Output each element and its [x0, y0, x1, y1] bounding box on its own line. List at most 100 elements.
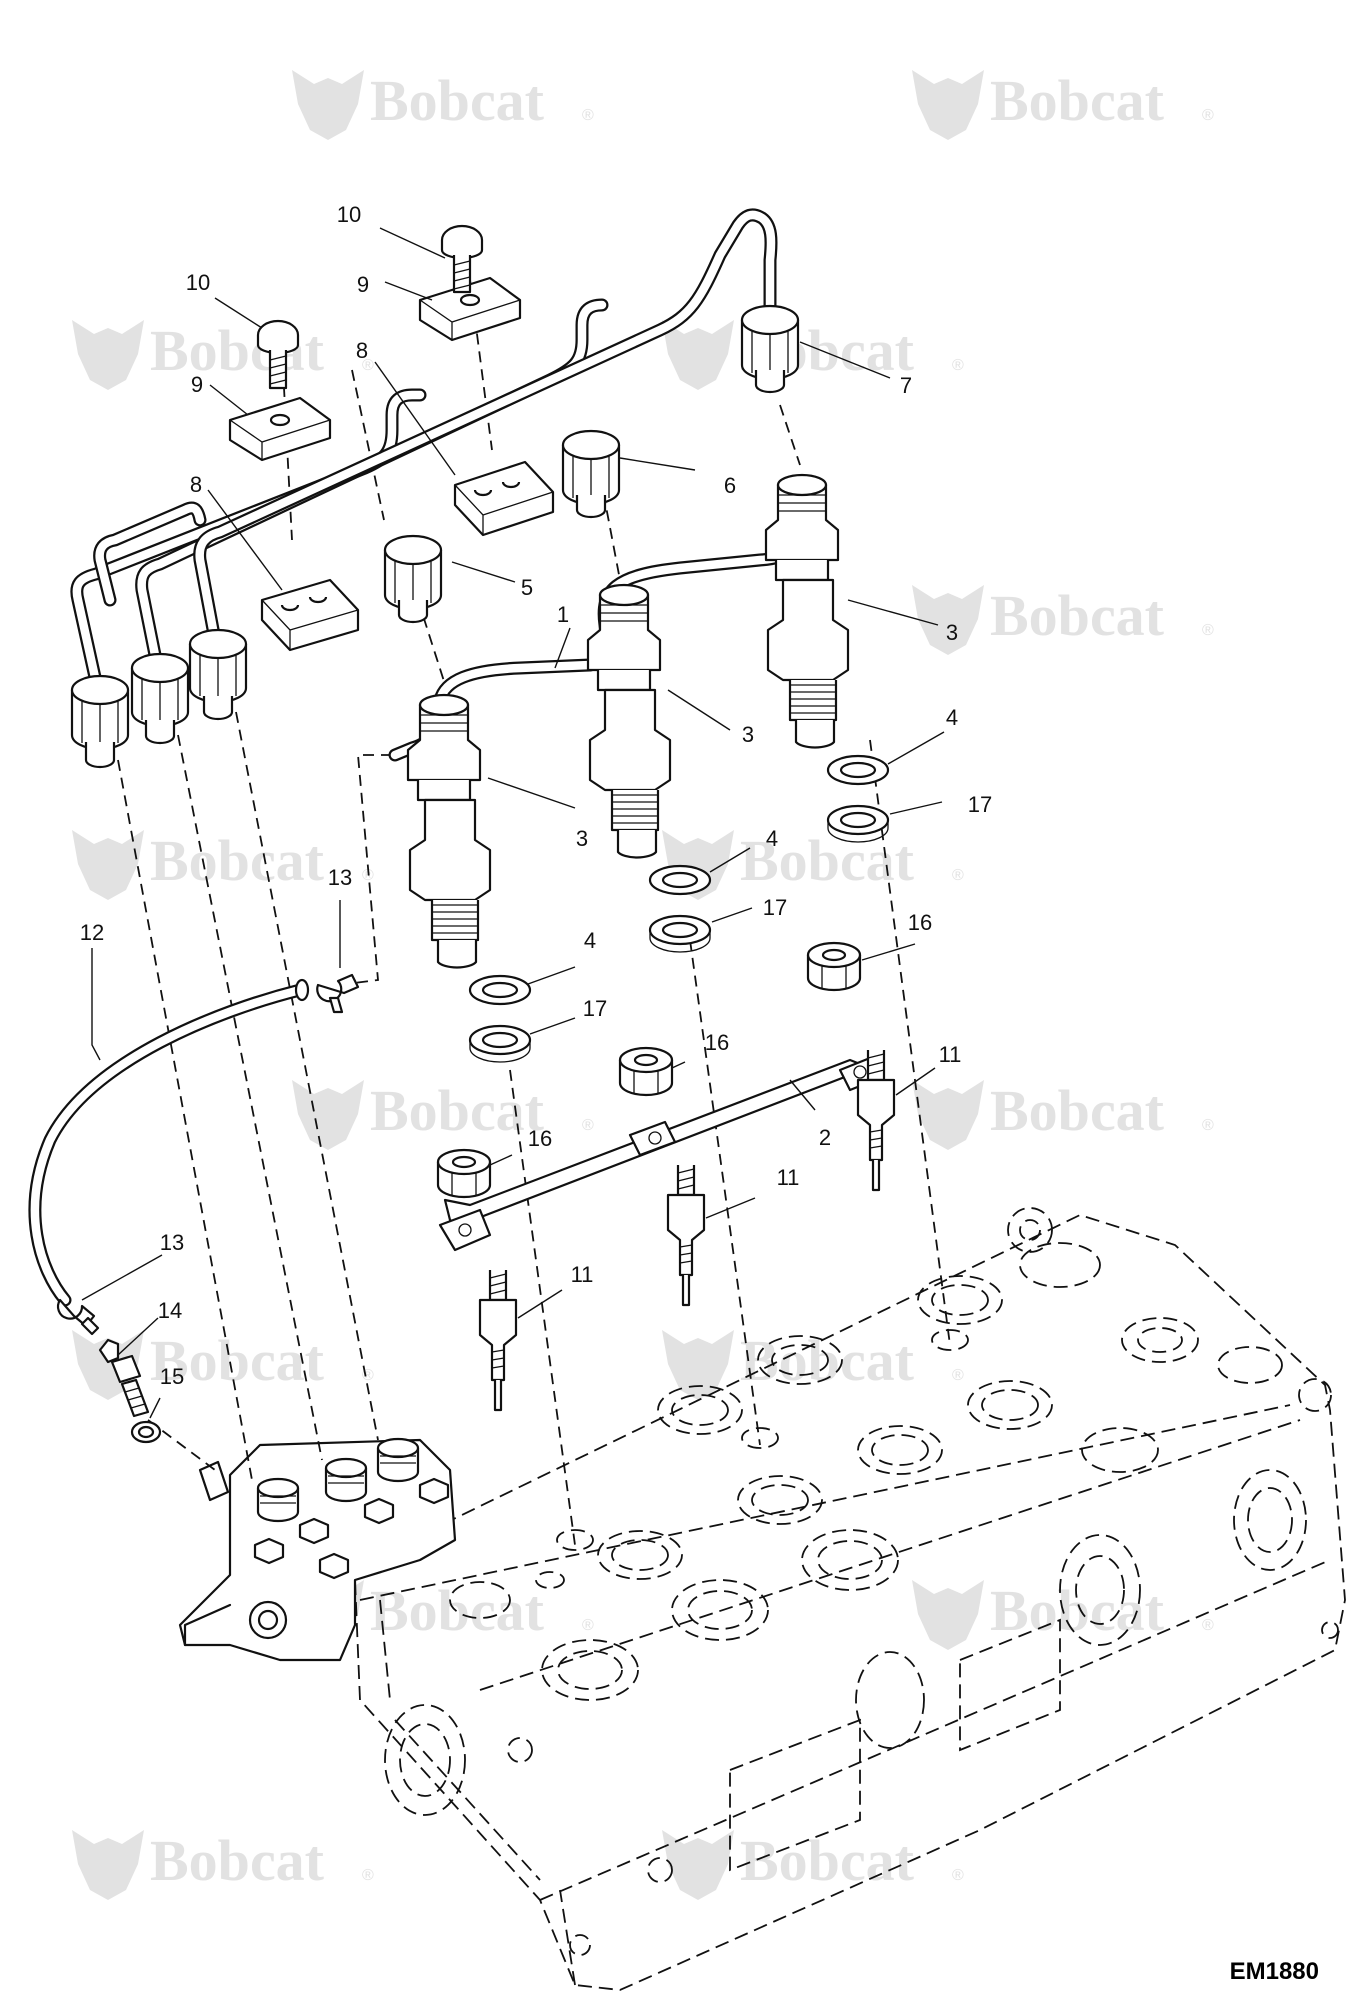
- callout-3: 3: [576, 826, 588, 851]
- callout-10: 10: [186, 270, 210, 295]
- line-clamp-upper: [228, 396, 332, 462]
- callout-8: 8: [190, 472, 202, 497]
- injector-seat: [648, 914, 712, 953]
- bobcat-watermark: Bobcat®: [292, 1078, 594, 1150]
- fuel-injector: [586, 583, 672, 859]
- bobcat-logo-icon: [662, 1330, 734, 1400]
- watermark-layer: Bobcat ® Bobcat ® Bobcat ® Bobcat ® Bobcat ® Bobca…: [72, 68, 1214, 1900]
- watermark-text: Bobcat: [150, 318, 325, 383]
- watermark-registered-mark: ®: [952, 1867, 964, 1884]
- bobcat-watermark: Bobcat ®: [662, 1828, 964, 1900]
- bobcat-logo-icon: [72, 320, 144, 390]
- watermark-registered-mark: ®: [1202, 107, 1214, 124]
- bobcat-watermark: Bobcat®: [912, 1078, 1214, 1150]
- overflow-fitting: [98, 1338, 150, 1418]
- callout-5: 5: [521, 575, 533, 600]
- bobcat-watermark: Bobcat ®: [912, 583, 1214, 655]
- callout-11: 11: [939, 1042, 962, 1067]
- watermark-registered-mark: ®: [1202, 1617, 1214, 1634]
- hose-clamp: [316, 973, 360, 1014]
- bus-bar-nut: [806, 941, 862, 992]
- callout-4: 4: [946, 705, 958, 730]
- line-clamp-lower: [260, 578, 360, 652]
- hose-clamp: [56, 1298, 100, 1336]
- watermark-text: Bobcat: [150, 828, 325, 893]
- clamp-bolt: [440, 224, 484, 294]
- watermark-registered-mark: ®: [582, 1117, 594, 1134]
- bobcat-logo-icon: [292, 70, 364, 140]
- line-nut-injector-end: [740, 304, 800, 394]
- callout-7: 7: [900, 373, 912, 398]
- callout-16: 16: [528, 1126, 552, 1151]
- bobcat-logo-icon: [912, 1080, 984, 1150]
- clamp-bolt: [256, 319, 300, 390]
- glow-plug-bus-bar: [438, 1056, 882, 1252]
- watermark-text: Bobcat: [150, 1328, 325, 1393]
- bobcat-watermark: Bobcat ®: [912, 1578, 1214, 1650]
- callout-1: 1: [557, 602, 569, 627]
- callout-8: 8: [356, 338, 368, 363]
- bobcat-watermark: Bobcat ®: [912, 68, 1214, 140]
- watermark-registered-mark: ®: [362, 357, 374, 374]
- glow-plug: [666, 1165, 706, 1307]
- watermark-registered-mark: ®: [952, 357, 964, 374]
- bobcat-watermark: Bobcat ®: [662, 828, 964, 900]
- sealing-washer: [130, 1420, 162, 1444]
- watermark-text: Bobcat: [150, 1828, 325, 1893]
- injector-washer: [468, 974, 532, 1006]
- callout-labels: 10 9 10 8 9 8 7 6 5 1 3 3 3 4 17 4 17 16…: [80, 202, 992, 1389]
- callout-9: 9: [191, 372, 203, 397]
- bobcat-logo-icon: [912, 1580, 984, 1650]
- watermark-registered-mark: ®: [952, 867, 964, 884]
- bobcat-watermark: Bobcat®: [292, 68, 594, 140]
- watermark-text: Bobcat: [990, 583, 1165, 648]
- line-nut-pump-end: [130, 652, 190, 745]
- bobcat-watermark: Bobcat®: [662, 1328, 964, 1400]
- bus-bar-nut: [436, 1148, 492, 1199]
- callout-10: 10: [337, 202, 361, 227]
- watermark-registered-mark: ®: [1202, 622, 1214, 639]
- line-clamp-lower: [453, 460, 555, 537]
- callout-17: 17: [583, 996, 607, 1021]
- injector-seat: [826, 804, 890, 843]
- watermark-text: Bobcat: [740, 828, 915, 893]
- watermark-text: Bobcat: [990, 68, 1165, 133]
- callout-11: 11: [571, 1262, 594, 1287]
- cylinder-head: [354, 1207, 1346, 1991]
- callout-11: 11: [777, 1165, 800, 1190]
- bobcat-logo-icon: [72, 1830, 144, 1900]
- figure-id: EM1880: [1229, 1958, 1319, 1985]
- bobcat-logo-icon: [72, 830, 144, 900]
- glow-plug: [856, 1050, 896, 1192]
- line-nut-injector-end: [561, 429, 621, 519]
- injector-washer: [648, 864, 712, 896]
- watermark-registered-mark: ®: [582, 1617, 594, 1634]
- callout-9: 9: [357, 272, 369, 297]
- callout-3: 3: [946, 620, 958, 645]
- bobcat-logo-icon: [912, 70, 984, 140]
- watermark-text: Bobcat: [990, 1078, 1165, 1143]
- watermark-registered-mark: ®: [362, 1867, 374, 1884]
- injection-lines: [70, 208, 778, 707]
- callout-leaders: [81, 227, 945, 1419]
- watermark-text: Bobcat: [990, 1578, 1165, 1643]
- callout-15: 15: [160, 1364, 184, 1389]
- glow-plug: [478, 1270, 518, 1412]
- callout-12: 12: [80, 920, 104, 945]
- bobcat-watermark: Bobcat®: [72, 828, 374, 900]
- bobcat-logo-icon: [662, 1830, 734, 1900]
- callout-14: 14: [158, 1298, 182, 1323]
- callout-16: 16: [908, 910, 932, 935]
- bobcat-watermark: Bobcat®: [72, 1328, 374, 1400]
- injector-washer: [826, 754, 890, 786]
- line-clamp-upper: [418, 276, 522, 342]
- bobcat-logo-icon: [292, 1080, 364, 1150]
- bobcat-watermark: Bobcat®: [662, 318, 964, 390]
- leak-off-hose: [28, 978, 310, 1307]
- bobcat-watermark: Bobcat ®: [72, 1828, 374, 1900]
- bobcat-logo-icon: [662, 320, 734, 390]
- watermark-text: Bobcat: [740, 1828, 915, 1893]
- callout-2: 2: [819, 1125, 831, 1150]
- line-nut-injector-end: [383, 534, 443, 624]
- callout-17: 17: [968, 792, 992, 817]
